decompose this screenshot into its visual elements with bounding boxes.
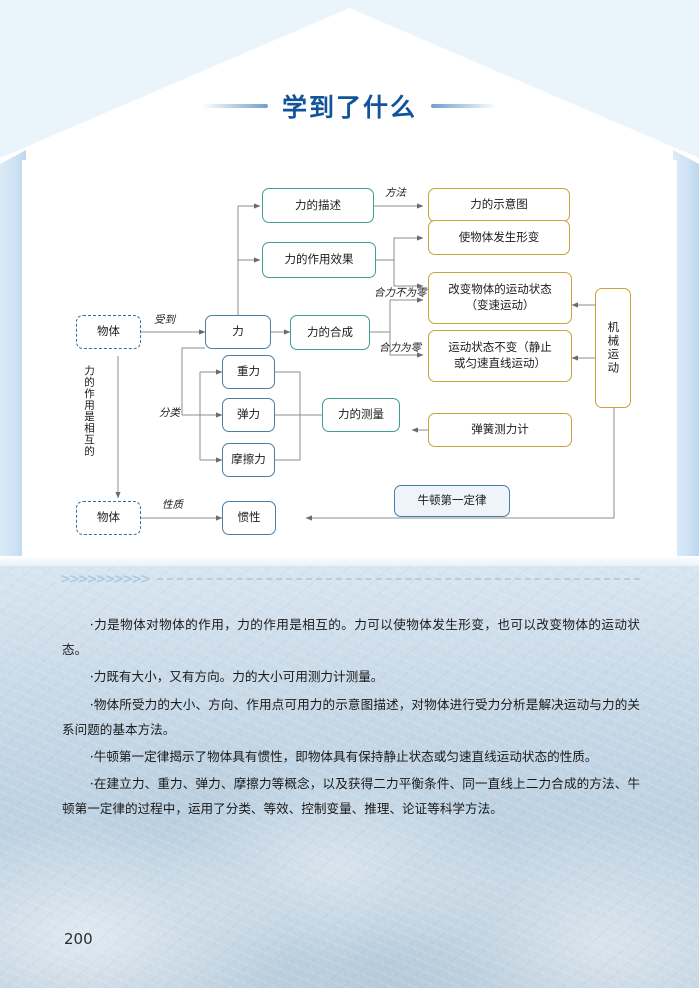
- stone-texture-background: [0, 560, 699, 988]
- pillar-right: [673, 150, 699, 565]
- summary-paragraph: ·在建立力、重力、弹力、摩擦力等概念，以及获得二力平衡条件、同一直线上二力合成的…: [62, 776, 640, 817]
- summary-paragraph: ·力是物体对物体的作用，力的作用是相互的。力可以使物体发生形变，也可以改变物体的…: [62, 617, 640, 658]
- title-rule-right: [431, 104, 497, 108]
- wall-base: [0, 556, 699, 566]
- node-change-motion-state[interactable]: 改变物体的运动状态 （变速运动）: [428, 272, 572, 324]
- divider-dashed-rule: [156, 578, 640, 580]
- edge-label-合力为零: 合力为零: [379, 343, 421, 354]
- node-gravity[interactable]: 重力: [222, 355, 275, 389]
- title-rule-left: [201, 104, 268, 108]
- page-number: 200: [64, 930, 93, 948]
- node-elastic[interactable]: 弹力: [222, 398, 275, 432]
- summary-paragraph: ·牛顿第一定律揭示了物体具有惯性，即物体具有保持静止状态或匀速直线运动状态的性质…: [89, 748, 598, 764]
- edge-label-受到: 受到: [154, 315, 175, 326]
- edge-label-分类: 分类: [159, 408, 180, 419]
- page-title-banner: 学到了什么: [0, 88, 699, 124]
- node-object-bottom[interactable]: 物体: [76, 501, 141, 535]
- node-force-composition[interactable]: 力的合成: [290, 315, 370, 350]
- node-force[interactable]: 力: [205, 315, 271, 349]
- edge-label-合力不为零: 合力不为零: [374, 288, 427, 299]
- node-force-schematic[interactable]: 力的示意图: [428, 188, 570, 222]
- node-newton-first-law[interactable]: 牛顿第一定律: [394, 485, 510, 517]
- node-object-top[interactable]: 物体: [76, 315, 141, 349]
- node-force-effect[interactable]: 力的作用效果: [262, 242, 376, 278]
- edge-label-mutual-force: 力的作用是相互的: [83, 365, 94, 457]
- node-force-measurement[interactable]: 力的测量: [322, 398, 400, 432]
- node-spring-scale[interactable]: 弹簧测力计: [428, 413, 572, 447]
- summary-paragraph: ·力既有大小，又有方向。力的大小可用测力计测量。: [89, 669, 384, 685]
- node-deformation[interactable]: 使物体发生形变: [428, 220, 570, 255]
- node-force-description[interactable]: 力的描述: [262, 188, 374, 223]
- edge-label-方法: 方法: [385, 188, 406, 199]
- node-unchanged-motion-state[interactable]: 运动状态不变（静止 或匀速直线运动）: [428, 330, 572, 382]
- concept-map: 物体 物体 力 力的描述 力的作用效果 力的合成 重力 弹力 摩擦力 力的测量 …: [22, 160, 677, 560]
- pillar-left: [0, 150, 26, 565]
- summary-text-block: ·力是物体对物体的作用，力的作用是相互的。力可以使物体发生形变，也可以改变物体的…: [62, 612, 640, 824]
- summary-paragraph: ·物体所受力的大小、方向、作用点可用力的示意图描述，对物体进行受力分析是解决运动…: [62, 696, 640, 737]
- node-friction[interactable]: 摩擦力: [222, 443, 275, 477]
- edge-label-性质: 性质: [162, 500, 183, 511]
- page-title: 学到了什么: [281, 93, 417, 122]
- chevron-decoration-icon: >>>>>>>>>>: [60, 571, 151, 587]
- node-mechanical-motion[interactable]: 机械运动: [595, 288, 631, 408]
- node-inertia[interactable]: 惯性: [222, 501, 276, 535]
- section-divider: >>>>>>>>>>: [60, 570, 640, 588]
